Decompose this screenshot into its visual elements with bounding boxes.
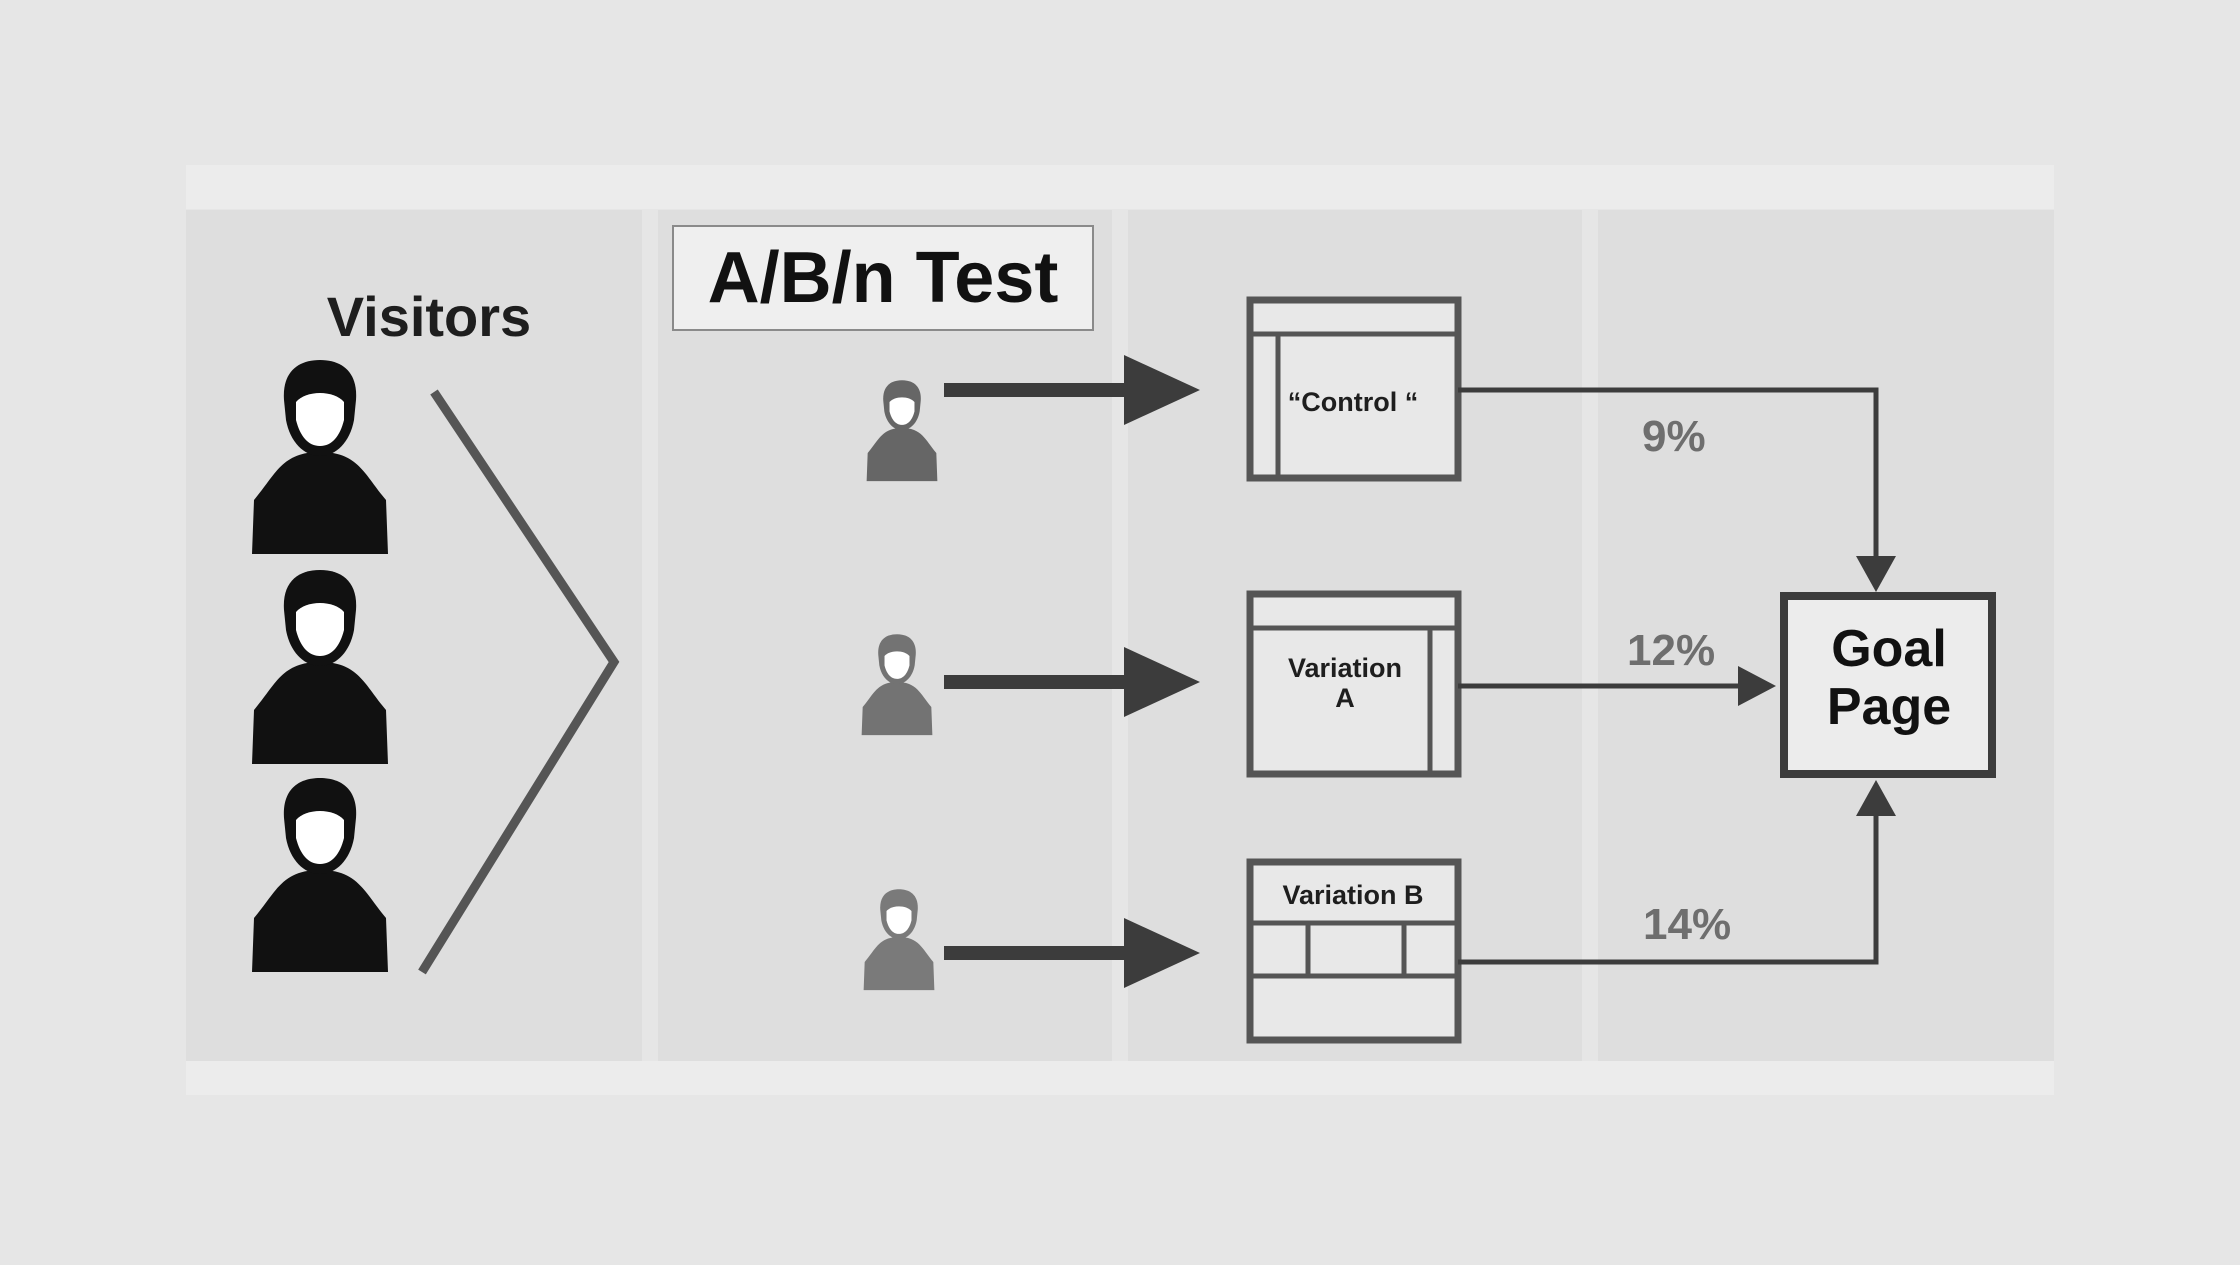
assign-arrow-shaft xyxy=(944,675,1129,689)
variation-a-conversion-rate: 12% xyxy=(1627,626,1716,675)
variation-b-path-arrowhead xyxy=(1856,780,1896,816)
variation-b-label: Variation B xyxy=(1282,880,1424,910)
assign-arrow-shaft xyxy=(944,946,1129,960)
control-label: “Control “ xyxy=(1287,387,1419,417)
bottom-band xyxy=(186,1061,2054,1095)
test-panel xyxy=(658,210,1112,1061)
variation-b-path xyxy=(1458,814,1879,965)
assign-arrow-shaft xyxy=(944,383,1129,397)
variation-b-page xyxy=(1246,858,1462,1044)
variation-b-conversion-rate: 14% xyxy=(1643,900,1732,949)
assign-arrow-head xyxy=(1124,918,1200,988)
split-chevron xyxy=(418,389,620,975)
control-conversion-rate: 9% xyxy=(1642,412,1706,461)
assign-arrow-head xyxy=(1124,647,1200,717)
test-title: A/B/n Test xyxy=(707,238,1059,318)
test-title-box xyxy=(672,225,1094,331)
goal-page-box xyxy=(1780,592,1996,778)
goal-page-label: Goal Page xyxy=(1826,620,1952,737)
top-band xyxy=(186,165,2054,209)
variation-a-label: Variation A xyxy=(1287,653,1403,714)
variation-a-path-arrowhead xyxy=(1738,666,1776,706)
assign-arrow-head xyxy=(1124,355,1200,425)
control-path xyxy=(1458,387,1879,558)
visitors-title: Visitors xyxy=(326,285,532,348)
control-path-arrowhead xyxy=(1856,556,1896,592)
